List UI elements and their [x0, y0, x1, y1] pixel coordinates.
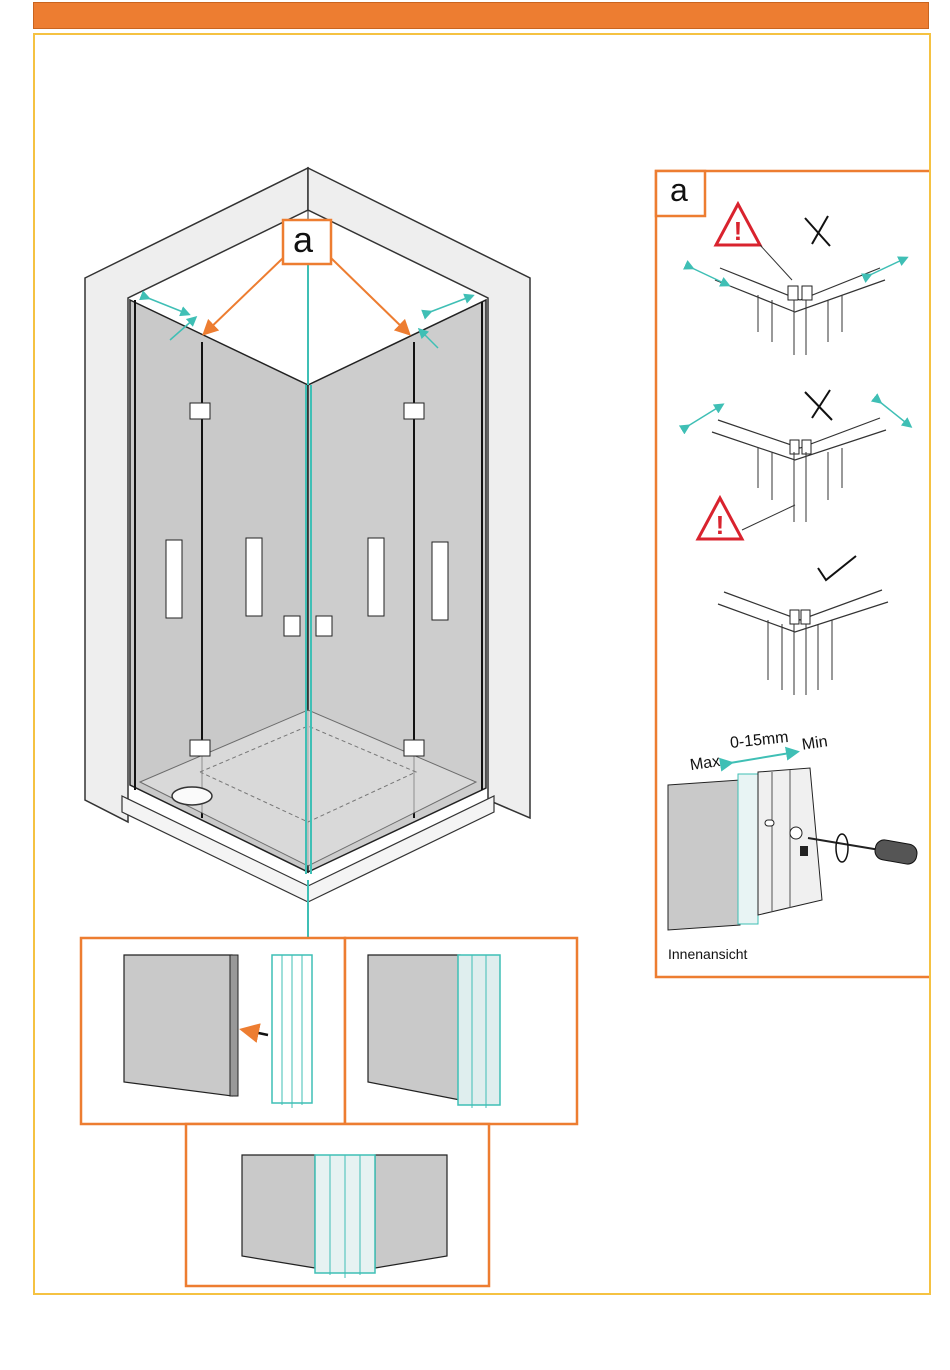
handle — [246, 538, 262, 616]
handle — [432, 542, 448, 620]
svg-text:!: ! — [716, 510, 725, 540]
hinge — [404, 403, 424, 419]
shower-enclosure — [85, 168, 530, 938]
callout-label-detail: a — [670, 174, 688, 206]
view-label: Innenansicht — [668, 946, 747, 962]
hinge — [404, 740, 424, 756]
detail-panel: ! ! — [656, 171, 929, 977]
hinge — [190, 403, 210, 419]
handle — [166, 540, 182, 618]
magnet-catch — [284, 616, 300, 636]
profile-step-1 — [81, 938, 345, 1124]
svg-text:!: ! — [734, 216, 743, 246]
handle — [368, 538, 384, 616]
magnet-catch — [316, 616, 332, 636]
drain — [172, 787, 212, 805]
profile-step-2 — [345, 938, 577, 1124]
adjust-min-label: Min — [801, 733, 829, 754]
callout-label-main: a — [293, 222, 313, 258]
profile-step-3 — [186, 1124, 489, 1286]
hinge — [190, 740, 210, 756]
